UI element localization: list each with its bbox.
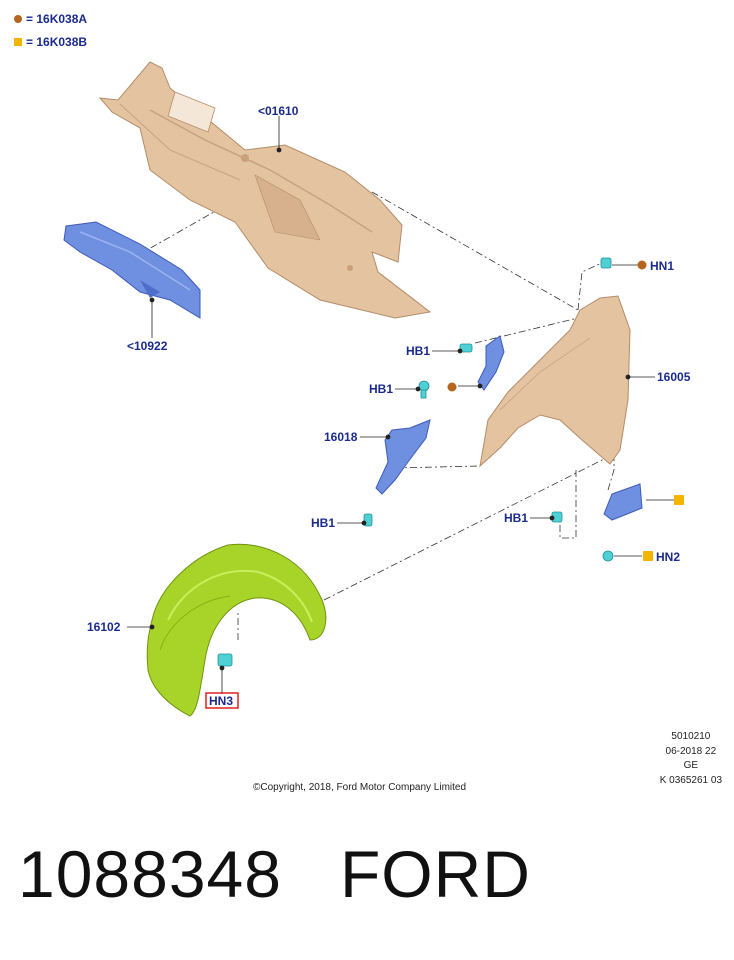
fastener-clips (217, 257, 614, 667)
label-fender[interactable]: 16005 (657, 370, 691, 384)
fender-part (479, 295, 631, 468)
legend-label: = 16K038B (26, 35, 88, 49)
label-hb1-d[interactable]: HB1 (504, 511, 528, 525)
part-number-title: 1088348 FORD (18, 837, 531, 911)
meta-line: 06-2018 22 (665, 745, 717, 757)
bracket-part (375, 419, 431, 495)
label-hn1[interactable]: HN1 (650, 259, 674, 273)
clip-hb1-b (418, 380, 430, 392)
clip-hn2 (602, 550, 614, 562)
legend-item-16k038a: = 16K038A (14, 12, 87, 26)
dash-panel-part (98, 61, 432, 319)
meta-line: 5010210 (671, 731, 711, 742)
parts-diagram: <01610 <10922 HN1 16005 HB1 HB1 16018 HB… (63, 61, 691, 717)
label-hn2[interactable]: HN2 (656, 550, 680, 564)
leader-lines (127, 116, 674, 694)
legend-label: = 16K038A (26, 12, 88, 26)
clip-hn1 (600, 257, 612, 269)
clip-hn3 (217, 653, 233, 667)
label-liner[interactable]: 16102 (87, 620, 121, 634)
label-rail[interactable]: <10922 (127, 339, 168, 353)
yellow-square-icon (643, 551, 653, 561)
fender-bracket-part (477, 335, 505, 391)
label-bracket[interactable]: 16018 (324, 430, 358, 444)
clip-hb1-b-shaft (420, 389, 427, 399)
meta-line: GE (683, 760, 699, 771)
hn3-highlight-box (205, 692, 239, 709)
clip-hb1-a (459, 343, 473, 353)
label-hb1-b[interactable]: HB1 (369, 382, 393, 396)
legend-item-16k038b: = 16K038B (14, 35, 87, 49)
copyright-notice: ©Copyright, 2018, Ford Motor Company Lim… (253, 782, 467, 793)
orange-circle-icon (447, 382, 457, 392)
label-hn3[interactable]: HN3 (209, 694, 233, 708)
meta-line: K 0365261 03 (659, 774, 722, 786)
wheelhouse-liner-part (146, 543, 327, 717)
label-hb1-a[interactable]: HB1 (406, 344, 430, 358)
orange-circle-icon (637, 260, 647, 270)
rail-part (63, 221, 201, 319)
label-hb1-c[interactable]: HB1 (311, 516, 335, 530)
drawing-metadata: 5010210 06-2018 22 GE K 0365261 03 (660, 730, 722, 788)
lower-bracket-part (603, 483, 643, 521)
yellow-square-icon (14, 38, 22, 46)
yellow-square-icon (674, 495, 684, 505)
orange-circle-icon (14, 15, 22, 23)
label-dash-panel[interactable]: <01610 (258, 104, 299, 118)
